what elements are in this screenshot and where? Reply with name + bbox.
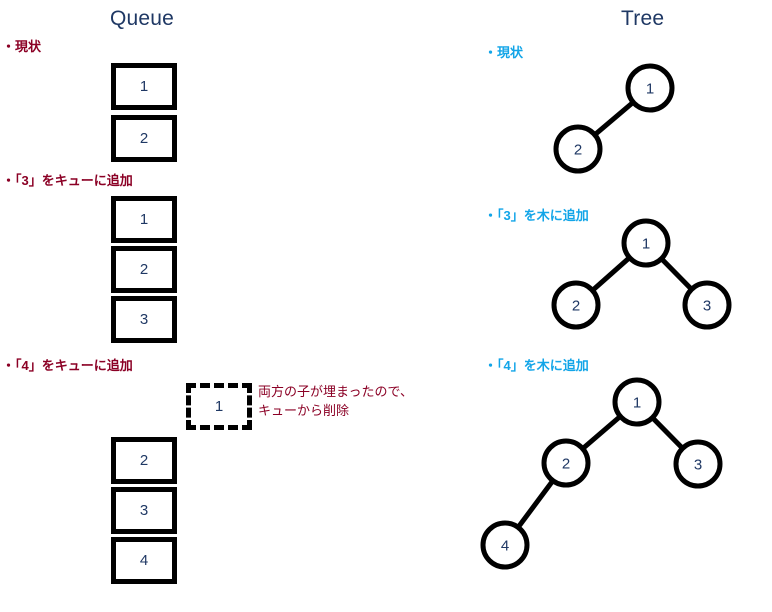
queue-item-box: 1: [111, 196, 177, 243]
tree-node-circle: [541, 438, 591, 488]
queue-item-box: 2: [111, 246, 177, 293]
queue-item-value: 2: [139, 452, 149, 469]
queue-item-value: 1: [139, 78, 149, 95]
tree-node-value: 2: [562, 456, 570, 473]
queue-item-value: 4: [139, 552, 149, 569]
tree-node: 2: [541, 438, 591, 488]
queue-item-box: 4: [111, 537, 177, 584]
queue-item-value: 2: [139, 130, 149, 147]
queue-item-value: 3: [139, 502, 149, 519]
tree-node: 3: [673, 439, 723, 489]
tree-node: 2: [551, 280, 601, 330]
tree-node-circle: [682, 280, 732, 330]
tree-node: 2: [553, 124, 603, 174]
queue-item-box: 1: [111, 63, 177, 110]
tree-node-value: 1: [642, 236, 650, 253]
tree-node-value: 1: [633, 395, 641, 412]
queue-item-box: 3: [111, 487, 177, 534]
queue-removed-item-box: 1: [186, 383, 252, 430]
queue-item-box: 3: [111, 296, 177, 343]
queue-item-value: 3: [139, 311, 149, 328]
tree-node-value: 2: [574, 142, 582, 159]
removal-annotation-line-1: 両方の子が埋まったので、: [258, 384, 413, 399]
tree-node: 1: [621, 218, 671, 268]
queue-step-label-add-3: ・「3」をキューに追加: [2, 173, 133, 188]
tree-node-circle: [673, 439, 723, 489]
queue-column-title: Queue: [110, 7, 175, 30]
tree-node: 3: [682, 280, 732, 330]
queue-step-label-add-4: ・「4」をキューに追加: [2, 358, 133, 373]
queue-step-label-current: ・現状: [2, 39, 42, 54]
tree-node-circle: [625, 63, 675, 113]
tree-node-value: 3: [694, 457, 702, 474]
tree-node-value: 4: [501, 538, 509, 555]
tree-node-circle: [551, 280, 601, 330]
tree-node-circle: [553, 124, 603, 174]
queue-item-value: 2: [139, 261, 149, 278]
tree-node-circle: [621, 218, 671, 268]
tree-node-value: 1: [646, 81, 654, 98]
removal-annotation-line-2: キューから削除: [258, 402, 350, 418]
tree-node-circle: [480, 520, 530, 570]
queue-removed-item-value: 1: [214, 398, 224, 415]
tree-node-value: 2: [572, 298, 580, 315]
queue-item-box: 2: [111, 115, 177, 162]
tree-node-circle: [612, 377, 662, 427]
tree-node: 4: [480, 520, 530, 570]
tree-step-label-add-3: ・「3」を木に追加: [484, 208, 589, 223]
tree-column-title: Tree: [621, 7, 665, 30]
tree-step-label-current: ・現状: [484, 45, 524, 60]
queue-item-box: 2: [111, 437, 177, 484]
queue-item-value: 1: [139, 211, 149, 228]
tree-node: 1: [625, 63, 675, 113]
tree-node-value: 3: [703, 298, 711, 315]
tree-node: 1: [612, 377, 662, 427]
removal-annotation: 両方の子が埋まったので、 キューから削除: [258, 383, 413, 421]
tree-step-label-add-4: ・「4」を木に追加: [484, 358, 589, 373]
